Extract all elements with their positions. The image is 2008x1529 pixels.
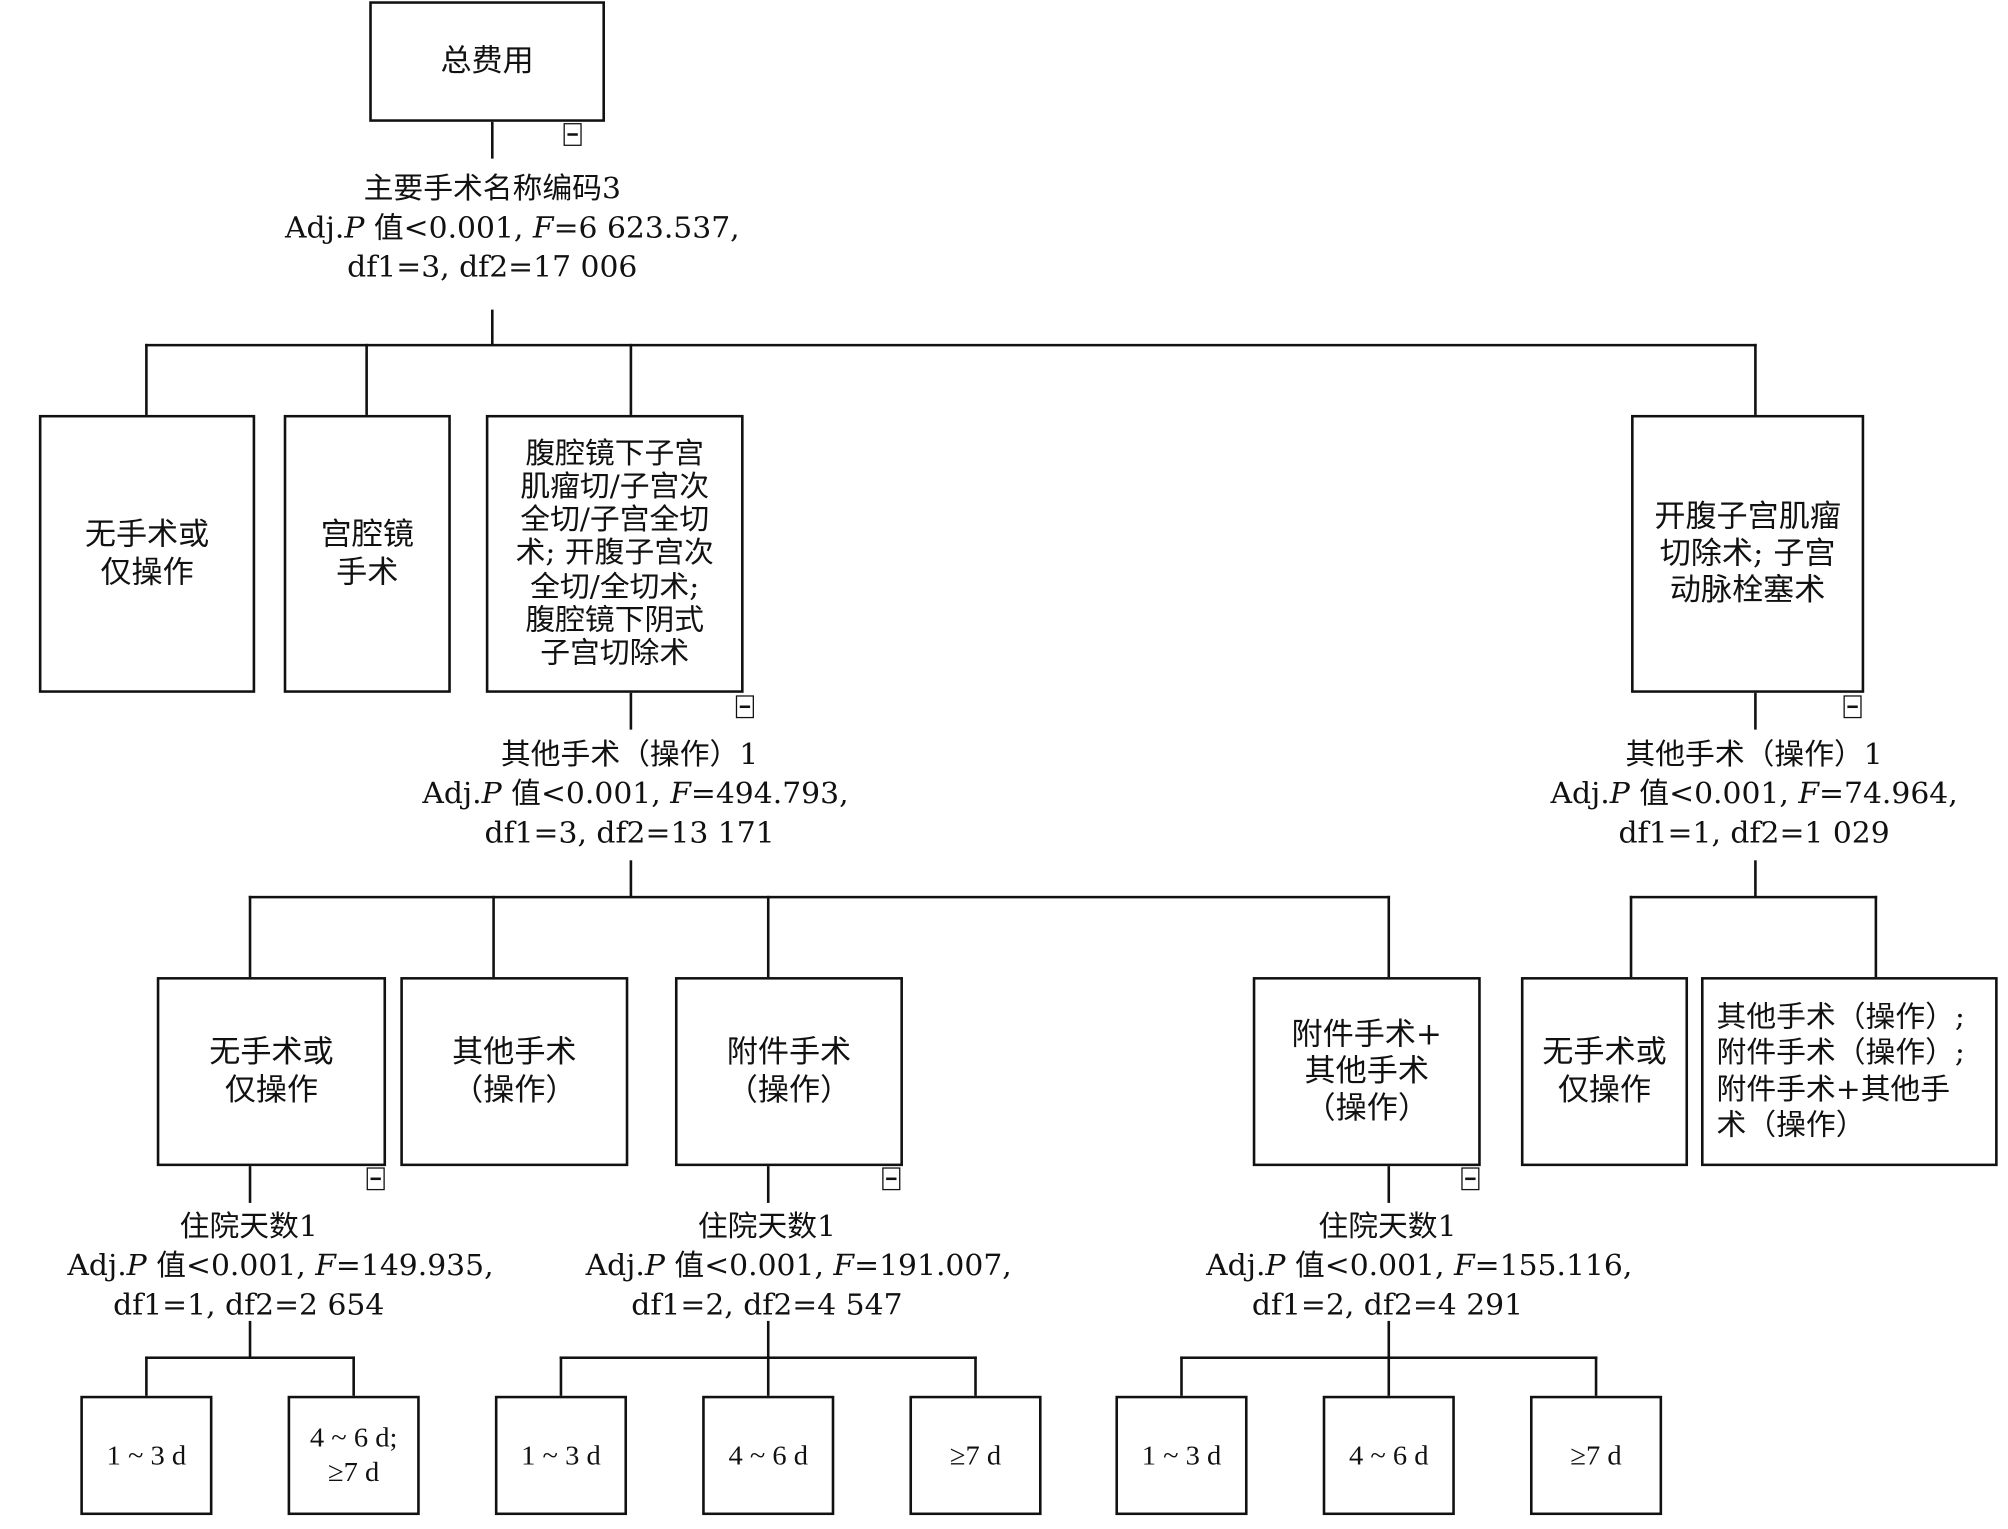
tree-node-l3-7: 4 ~ 6 d (1322, 1395, 1455, 1516)
connector (1629, 895, 1878, 899)
connector (490, 120, 494, 159)
split-df: df1=3, df2=17 006 (347, 251, 638, 285)
connector (1387, 1320, 1391, 1358)
tree-node-l2-5: 无手术或仅操作 (1520, 977, 1689, 1167)
connector (766, 895, 770, 979)
split-stat-3a: 住院天数1 Adj.P 值<0.001, F=149.935, df1=1, d… (67, 1210, 494, 1323)
tree-node-l2-1: 无手术或仅操作 (156, 977, 387, 1167)
connector (248, 895, 1391, 899)
connector (145, 343, 148, 417)
connector (1180, 1356, 1183, 1398)
connector (1754, 343, 1757, 417)
collapse-toggle-icon[interactable] (1843, 695, 1862, 719)
connector (1594, 1356, 1598, 1398)
tree-node-l2-3: 附件手术（操作） (674, 977, 903, 1167)
connector (248, 895, 252, 979)
connector (1387, 1356, 1391, 1398)
connector (766, 1320, 770, 1358)
tree-node-l3-2: 4 ~ 6 d;≥7 d (287, 1395, 420, 1516)
connector (629, 343, 633, 417)
connector (1629, 895, 1633, 979)
connector (490, 309, 494, 346)
connector (1387, 1164, 1391, 1203)
tree-node-l2-6: 其他手术（操作）;附件手术（操作）;附件手术+其他手术（操作） (1700, 977, 1998, 1167)
connector (629, 860, 633, 898)
tree-node-l1-1: 无手术或仅操作 (38, 414, 256, 693)
tree-node-l3-3: 1 ~ 3 d (494, 1395, 628, 1516)
connector (248, 1164, 252, 1203)
tree-node-l2-4: 附件手术+其他手术（操作） (1252, 977, 1481, 1167)
tree-node-l3-4: 4 ~ 6 d (702, 1395, 835, 1516)
split-stat-2a: 其他手术（操作）1 Adj.P 值<0.001, F=494.793, df1=… (422, 738, 849, 851)
tree-node-l3-5: ≥7 d (909, 1395, 1042, 1516)
connector (1754, 691, 1757, 730)
connector (145, 343, 1757, 347)
split-stat-2b: 其他手术（操作）1 Adj.P 值<0.001, F=74.964, df1=1… (1550, 738, 1958, 851)
connector (766, 1164, 770, 1203)
connector (766, 1356, 770, 1398)
connector (352, 1356, 355, 1398)
connector (248, 1320, 252, 1358)
tree-node-l1-3: 腹腔镜下子宫 肌瘤切/子宫次 全切/子宫全切 术; 开腹子宫次 全切/全切术; … (485, 414, 744, 693)
connector (1874, 895, 1878, 979)
tree-node-l3-6: 1 ~ 3 d (1115, 1395, 1248, 1516)
connector (145, 1356, 148, 1398)
root-node: 总费用 (369, 1, 605, 122)
connector (629, 691, 633, 730)
connector (974, 1356, 977, 1398)
connector (145, 1356, 355, 1359)
connector (492, 895, 495, 979)
split-variable: 主要手术名称编码3 (363, 172, 621, 206)
tree-node-l3-1: 1 ~ 3 d (80, 1395, 213, 1516)
tree-node-l1-4: 开腹子宫肌瘤切除术; 子宫动脉栓塞术 (1631, 414, 1865, 693)
collapse-toggle-icon[interactable] (735, 695, 754, 719)
connector (1387, 895, 1391, 979)
connector (1754, 860, 1757, 898)
connector (559, 1356, 563, 1398)
tree-node-l3-8: ≥7 d (1529, 1395, 1663, 1516)
split-stat-3c: 住院天数1 Adj.P 值<0.001, F=155.116, df1=2, d… (1206, 1210, 1633, 1323)
collapse-toggle-icon[interactable] (1461, 1167, 1480, 1191)
collapse-toggle-icon[interactable] (366, 1167, 385, 1191)
collapse-toggle-icon[interactable] (563, 123, 582, 146)
connector (365, 343, 368, 417)
split-adj-p: Adj.P 值<0.001, F=6 623.537, (285, 211, 740, 245)
split-stat-1: 主要手术名称编码3 Adj.P 值<0.001, F=6 623.537, df… (285, 170, 740, 288)
tree-node-l1-2: 宫腔镜手术 (283, 414, 451, 693)
collapse-toggle-icon[interactable] (882, 1167, 901, 1191)
root-label: 总费用 (440, 42, 534, 79)
tree-node-l2-2: 其他手术（操作） (400, 977, 629, 1167)
split-stat-3b: 住院天数1 Adj.P 值<0.001, F=191.007, df1=2, d… (585, 1210, 1012, 1323)
